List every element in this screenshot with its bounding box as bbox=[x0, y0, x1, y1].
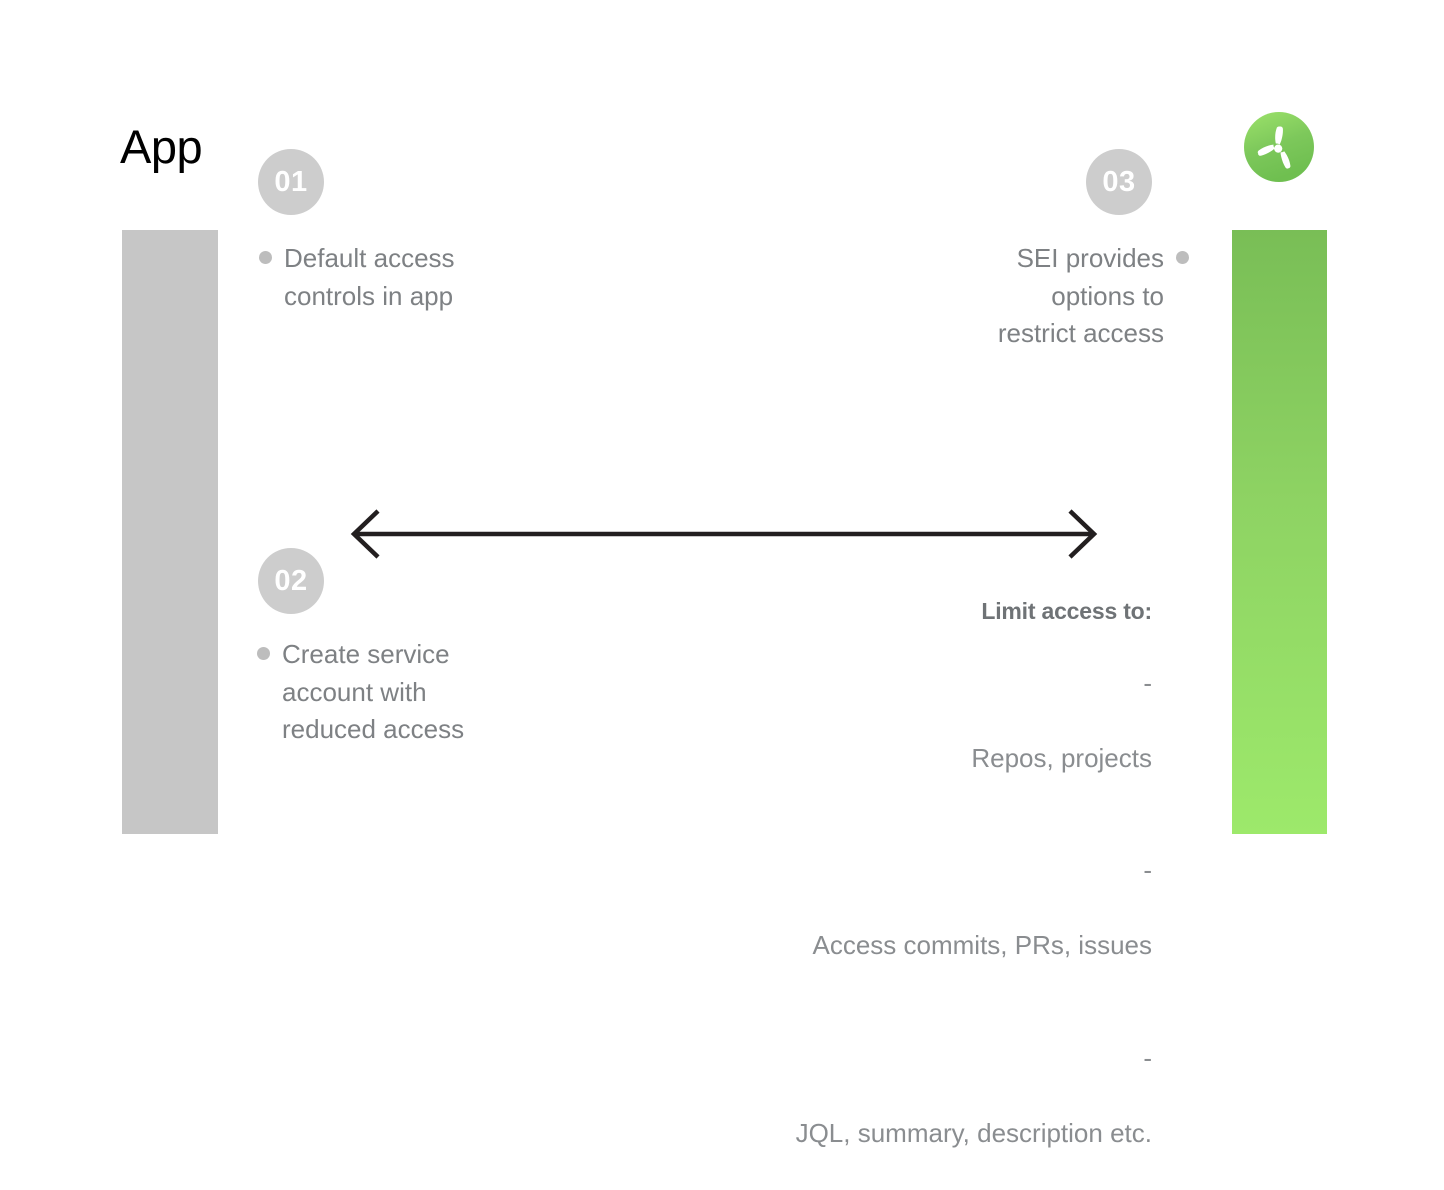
limit-access-item-2: - Access commits, PRs, issues bbox=[600, 815, 1152, 1003]
slide-canvas: App 01 03 02 Default acces bbox=[120, 112, 1327, 1148]
step-badge-02: 02 bbox=[258, 548, 324, 614]
step-01-bullet: Default access controls in app bbox=[259, 240, 455, 315]
step-02-bullet: Create service account with reduced acce… bbox=[257, 636, 464, 749]
limit-access-item-3: - JQL, summary, description etc. bbox=[600, 1002, 1152, 1190]
step-02-text: Create service account with reduced acce… bbox=[282, 639, 465, 744]
harness-sei-logo-icon bbox=[1244, 112, 1314, 182]
limit-access-item-1: - Repos, projects bbox=[600, 627, 1152, 815]
limit-access-item-2-text: Access commits, PRs, issues bbox=[812, 930, 1152, 960]
step-badge-01: 01 bbox=[258, 149, 324, 215]
bullet-dot-icon bbox=[257, 647, 270, 660]
limit-access-list: Limit access to: - Repos, projects - Acc… bbox=[600, 596, 1153, 1190]
step-01-text: Default access controls in app bbox=[284, 243, 455, 311]
bullet-dot-icon bbox=[259, 251, 272, 264]
list-dash: - bbox=[1143, 855, 1152, 885]
step-badge-03: 03 bbox=[1086, 149, 1152, 215]
limit-access-item-1-text: Repos, projects bbox=[971, 742, 1152, 773]
list-dash: - bbox=[1143, 667, 1152, 698]
limit-access-heading: Limit access to: bbox=[981, 598, 1152, 624]
app-column-bar bbox=[122, 230, 218, 834]
step-03-bullet: SEI provides options to restrict access bbox=[962, 240, 1189, 353]
bullet-dot-icon bbox=[1176, 251, 1189, 264]
limit-access-item-3-text: JQL, summary, description etc. bbox=[795, 1117, 1152, 1148]
step-03-text: SEI provides options to restrict access bbox=[997, 243, 1164, 348]
bidirectional-arrow-icon bbox=[348, 505, 1100, 563]
page-title: App bbox=[120, 120, 203, 173]
list-dash: - bbox=[1143, 1042, 1152, 1073]
sei-column-bar bbox=[1232, 230, 1327, 834]
